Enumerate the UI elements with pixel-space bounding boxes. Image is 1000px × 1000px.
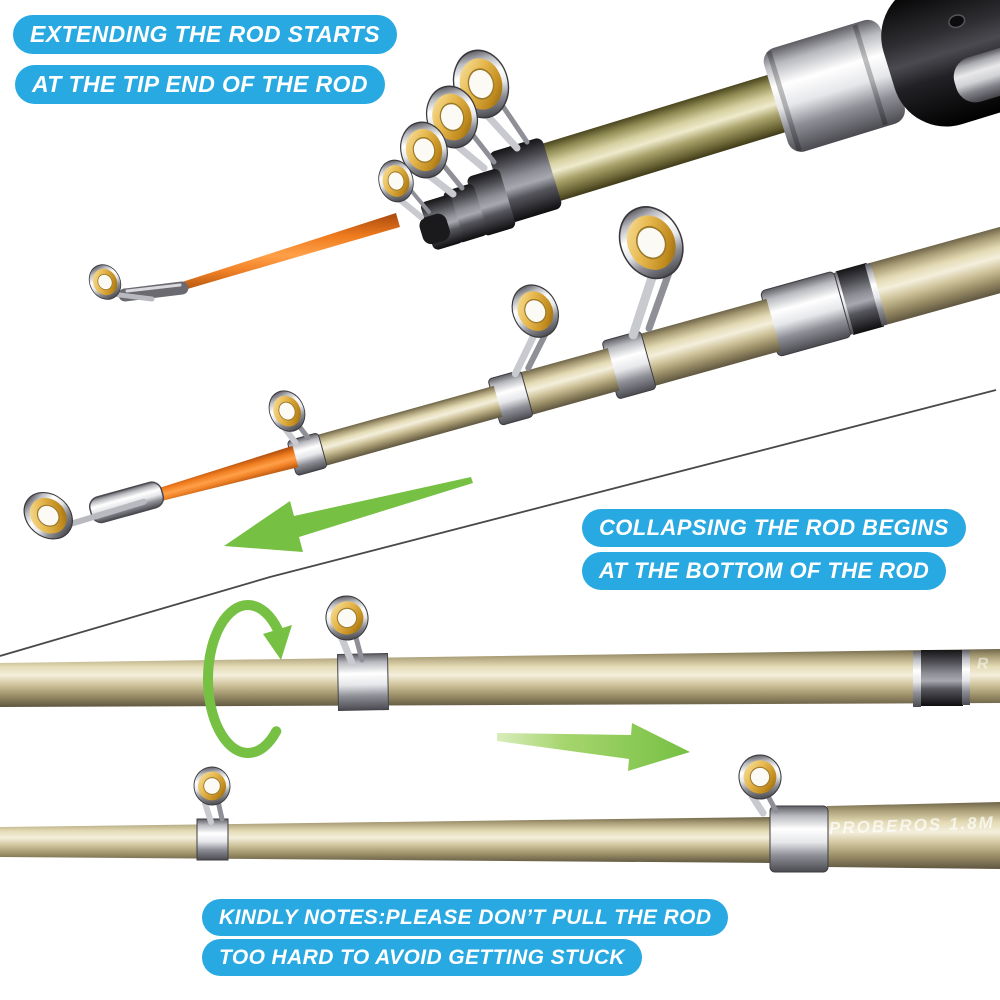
line-guide <box>492 274 576 378</box>
line-guide <box>736 752 784 817</box>
extend-direction-arrow <box>497 723 690 771</box>
rod-segment-upper-horizontal: R <box>0 593 1000 711</box>
joint-dark-band <box>921 650 963 706</box>
callout-extend-line2: AT THE TIP END OF THE ROD <box>15 65 385 105</box>
rod-segment-lower-horizontal: PROBEROS 1.8M <box>0 752 1000 873</box>
rod-tip-section <box>182 213 400 290</box>
line-guide <box>599 192 709 340</box>
collapsed-sleeve <box>419 213 450 245</box>
joint-silver-edge <box>962 650 970 705</box>
callout-notes-line2: TOO HARD TO AVOID GETTING STUCK <box>202 939 642 977</box>
tip-top-guide <box>83 259 189 305</box>
callout-collapse-line1: COLLAPSING THE ROD BEGINS <box>582 509 966 548</box>
reel-seat-collar <box>763 19 905 152</box>
callout-extend-line1: EXTENDING THE ROD STARTS <box>13 15 397 55</box>
joint-collar <box>769 805 829 873</box>
collapse-direction-arrow <box>224 477 473 552</box>
rod-extended-view <box>419 0 1000 250</box>
line-guide <box>260 382 316 448</box>
callout-notes-line1: KINDLY NOTES:PLEASE DON’T PULL THE ROD <box>202 899 729 937</box>
rod-section <box>639 298 781 387</box>
rod-tip-section <box>156 445 299 502</box>
guide-collar <box>196 818 229 861</box>
callout-collapse-line2: AT THE BOTTOM OF THE ROD <box>582 552 947 591</box>
handle-dimple <box>948 14 966 29</box>
tip-top-guide <box>8 458 147 556</box>
rod-section <box>519 348 620 416</box>
butt-dark-band <box>835 262 885 336</box>
rod-section-thin <box>316 385 503 466</box>
rotate-rod-arrow <box>202 600 292 759</box>
rod-section-thick <box>862 223 1000 327</box>
rod-collapsing-view <box>0 107 1000 564</box>
line-guide <box>192 765 233 825</box>
rod-blank <box>537 68 806 203</box>
rod-brand-partial: R <box>977 656 990 673</box>
fishing-line <box>0 389 997 657</box>
collapsed-guide-cluster <box>374 44 527 220</box>
line-guide <box>323 593 371 667</box>
joint-silver-edge <box>913 651 921 707</box>
